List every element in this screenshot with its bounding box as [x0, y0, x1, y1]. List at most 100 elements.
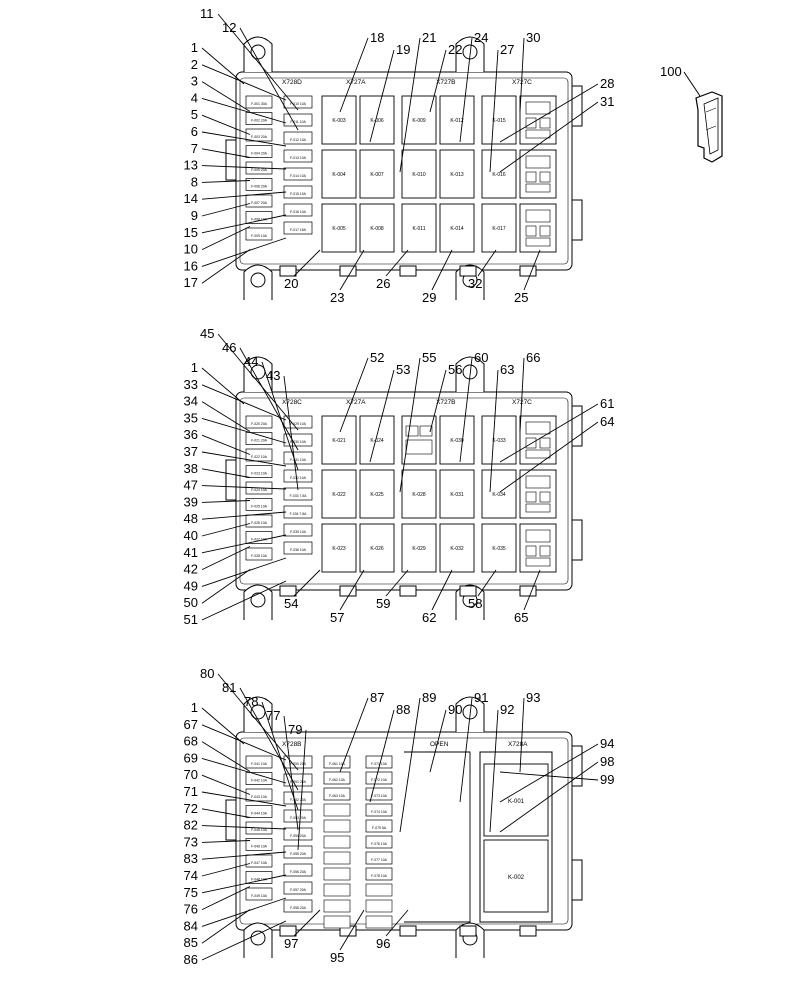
- fuse-label-mid2: F-074 10A: [371, 810, 388, 814]
- fuse-label-right: F-050 20A: [290, 762, 307, 766]
- mini-connector-pins: [525, 557, 551, 567]
- callout-left: 86: [184, 952, 198, 967]
- callout-left: 4: [191, 90, 198, 105]
- bottom-tab: [279, 585, 297, 597]
- callout-left: 67: [184, 717, 198, 732]
- callout-top: 88: [396, 702, 410, 717]
- callout-top: 30: [526, 30, 540, 45]
- fuse-slot-mid2: [365, 835, 393, 849]
- connector-label: X727B: [436, 399, 456, 406]
- connector-label: X727A: [346, 79, 366, 86]
- fuse-label-right: F-011 10A: [290, 120, 306, 124]
- leader-line: [369, 709, 395, 803]
- fuse-label-left: F-044 10A: [251, 812, 268, 816]
- relay-label: K-033: [492, 438, 506, 444]
- mini-connector-pins: [525, 101, 551, 115]
- callout-top: 19: [396, 42, 410, 57]
- leader-line: [201, 909, 251, 944]
- fuse-label-right: F-029 10A: [290, 422, 307, 426]
- leader-line: [201, 546, 251, 571]
- callout-top: 27: [500, 42, 514, 57]
- leader-line: [201, 451, 287, 467]
- fuse-slot-left: [245, 854, 273, 868]
- side-tab: [571, 85, 583, 127]
- callout-left: 1: [191, 700, 198, 715]
- callout-bottom: 29: [422, 290, 436, 305]
- mini-connector-pins: [525, 475, 551, 489]
- fuse-slot-right: [283, 149, 313, 163]
- leader-line: [217, 333, 299, 431]
- fuse-label-right: F-035 10A: [290, 530, 307, 534]
- fuse-label-right: F-054 20A: [290, 834, 307, 838]
- leader-line: [201, 874, 287, 894]
- leader-line: [201, 214, 287, 234]
- bottom-tab: [459, 265, 477, 277]
- relay-label: K-011: [413, 226, 426, 232]
- leader-line: [293, 569, 321, 597]
- fuse-label-right: F-053 20A: [290, 816, 307, 820]
- leader-line: [201, 523, 251, 537]
- relay-label: K-007: [370, 172, 384, 178]
- leader-line: [297, 729, 307, 851]
- fuse-label-left: F-024 10A: [251, 488, 268, 492]
- fuse-slot-left: [245, 95, 273, 109]
- fuse-slot-mid2: [365, 771, 393, 785]
- callout-top: 21: [422, 30, 436, 45]
- callout-left: 6: [191, 124, 198, 139]
- callout-left: 17: [184, 275, 198, 290]
- callout-top: 66: [526, 350, 540, 365]
- relay-label: K-014: [450, 226, 464, 232]
- callout-topleft: 45: [200, 326, 214, 341]
- relay-slot: [359, 203, 395, 253]
- fuse-label-left: F-047 10A: [251, 861, 268, 865]
- callout-left: 1: [191, 360, 198, 375]
- leader-line: [239, 687, 299, 791]
- fuse-slot-right: [283, 523, 313, 537]
- fuse-slot-left: [245, 211, 273, 224]
- mini-connector-pins: [539, 545, 551, 557]
- fuse-slot-right: [283, 881, 313, 895]
- fuse-slot-empty: [323, 803, 351, 817]
- fuse-label-mid2: F-075 5A: [372, 826, 387, 830]
- leader-line: [385, 909, 409, 937]
- callout-left: 83: [184, 851, 198, 866]
- callout-topleft: 78: [244, 694, 258, 709]
- callout-left: 34: [184, 394, 198, 409]
- relay-label: K-023: [332, 546, 346, 552]
- callout-bottom: 54: [284, 596, 298, 611]
- fuse-slot-left: [245, 194, 273, 208]
- leader-line: [201, 557, 287, 587]
- relay-slot: [321, 149, 357, 199]
- fuse-label-left: F-025 10A: [251, 505, 268, 509]
- relay-slot: [439, 469, 475, 519]
- leader-line: [217, 13, 299, 111]
- bottom-tab: [459, 925, 477, 937]
- fuse-label-right: F-058 20A: [290, 906, 307, 910]
- mini-connector-pins: [525, 225, 537, 237]
- side-tab: [571, 519, 583, 561]
- leader-line: [201, 808, 251, 818]
- callout-top: 94: [600, 736, 614, 751]
- callout-bottom: 25: [514, 290, 528, 305]
- bottom-tab: [279, 265, 297, 277]
- leader-line: [201, 468, 251, 478]
- fuse-slot-left: [245, 871, 273, 884]
- callout-top: 61: [600, 396, 614, 411]
- leader-line: [429, 369, 447, 433]
- leader-line: [201, 757, 287, 784]
- callout-bottom: 58: [468, 596, 482, 611]
- mini-connector-pins: [525, 503, 551, 513]
- callout-left: 75: [184, 885, 198, 900]
- fuse-label-left: F-007 20A: [251, 201, 268, 205]
- fuse-slot-left: [245, 415, 273, 429]
- fuse-slot-left: [245, 178, 273, 191]
- fuse-label-right: F-032 10A: [290, 476, 307, 480]
- fuse-label-left: F-003 20A: [251, 135, 268, 139]
- leader-line: [399, 37, 421, 173]
- leader-line: [201, 384, 287, 421]
- fuse-slot-left: [245, 788, 273, 802]
- relay-slot: [321, 95, 357, 145]
